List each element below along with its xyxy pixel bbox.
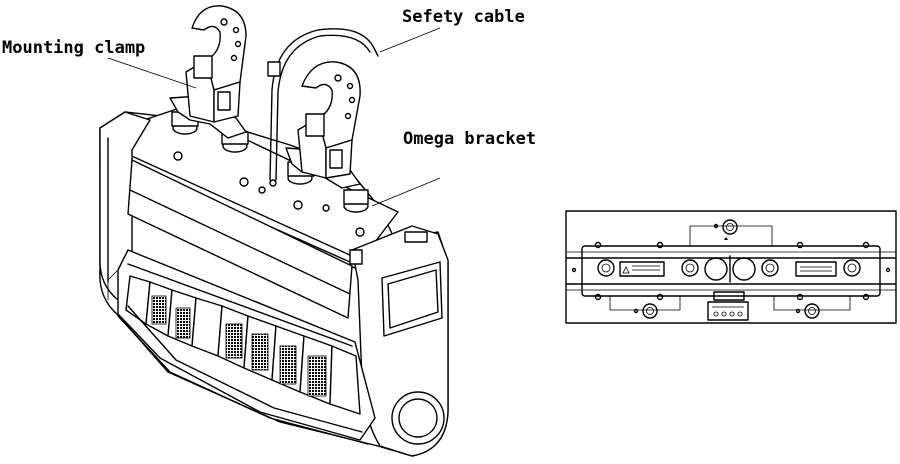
rear-panel-knobs — [597, 259, 861, 277]
bottom-connector-right — [804, 303, 820, 319]
label-safety-cable: Sefety cable — [402, 7, 525, 27]
power-out-port — [732, 257, 756, 281]
fixture-illustration — [99, 5, 449, 457]
front-face — [127, 159, 353, 319]
warning-sticker — [619, 261, 665, 277]
cable-port — [391, 391, 445, 445]
center-panel — [581, 245, 881, 297]
caution-sticker — [795, 261, 837, 277]
rear-panel-view — [565, 210, 897, 324]
leader-lines — [107, 27, 441, 207]
side-window — [381, 261, 443, 337]
leader-omega-bracket — [371, 177, 441, 207]
label-omega-bracket: Omega bracket — [403, 129, 536, 149]
left-end-cap — [99, 111, 151, 301]
cap-handle — [404, 231, 428, 243]
led-cells — [125, 263, 361, 415]
label-mounting-clamp: Mounting clamp — [2, 38, 145, 58]
mounting-clamp-right — [297, 61, 361, 179]
top-connector — [722, 219, 738, 235]
power-in-port — [704, 257, 728, 281]
ip-rating-plate — [713, 291, 745, 301]
rear-panel-screws — [594, 241, 870, 301]
leader-safety-cable — [379, 27, 441, 53]
spec-plate — [707, 301, 749, 321]
cap-latch — [349, 249, 363, 265]
rear-panel-frame — [565, 210, 897, 324]
mounting-clamp-left — [185, 5, 247, 123]
bottom-connector-left — [642, 303, 658, 319]
top-plate-holes — [173, 151, 365, 237]
leader-mounting-clamp — [107, 57, 197, 89]
